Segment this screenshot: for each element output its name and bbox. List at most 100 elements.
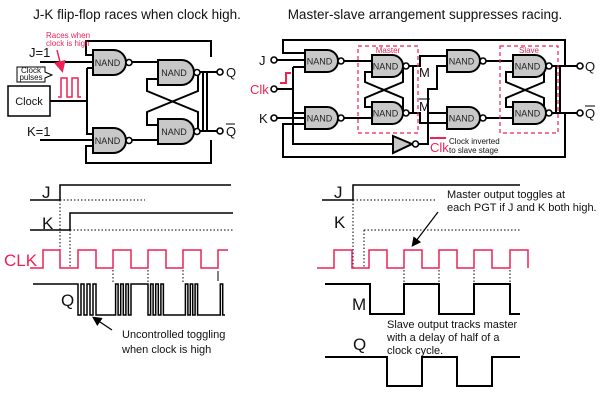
right-clk-guides bbox=[403, 270, 511, 283]
left-j-waveform bbox=[30, 184, 231, 201]
left-k-guide bbox=[69, 229, 233, 268]
master-stage-box bbox=[357, 45, 419, 134]
nand-gates: NAND NAND NAND NAND NAND NAND NAND NAND NAND NAND… bbox=[92, 49, 553, 154]
left-k-label: K=1 bbox=[27, 124, 51, 139]
right-q-label: Q bbox=[585, 59, 595, 74]
left-timing-clk: CLK bbox=[4, 251, 38, 270]
clock-pulses-label-1: Clock bbox=[21, 66, 42, 75]
inverter-bubble bbox=[411, 140, 420, 148]
clock-pulses-callout: Clock pulses bbox=[16, 66, 54, 83]
nand-gate-label: NAND bbox=[95, 58, 121, 68]
right-wires bbox=[277, 39, 577, 158]
nand-output-bubble bbox=[125, 136, 133, 145]
m-label: M bbox=[419, 65, 430, 80]
right-nand-j: NAND bbox=[304, 49, 345, 73]
master-note-arrow bbox=[411, 211, 439, 247]
left-qbar-label: Q bbox=[226, 124, 236, 139]
nand-gate-label: NAND bbox=[307, 114, 333, 124]
right-qbar-label: Q bbox=[585, 106, 595, 121]
clock-box-label: Clock bbox=[15, 96, 43, 108]
right-clk-waveform bbox=[317, 249, 529, 269]
nand-output-bubble bbox=[337, 57, 345, 65]
nand-gate-label: NAND bbox=[515, 62, 541, 72]
nand-gate-label: NAND bbox=[161, 68, 187, 78]
master-nand-top: NAND bbox=[371, 54, 410, 78]
nand-output-bubble bbox=[545, 109, 553, 117]
nand-gate-label: NAND bbox=[515, 109, 541, 119]
nand-output-bubble bbox=[337, 114, 345, 122]
right-j-waveform bbox=[322, 184, 520, 201]
slave-note-1: Slave output tracks master bbox=[387, 319, 518, 331]
nand-gate-label: NAND bbox=[449, 57, 475, 67]
left-nand-qbar: NAND bbox=[157, 118, 201, 145]
slave-label: Slave bbox=[519, 46, 540, 55]
left-timing-j: J bbox=[42, 183, 51, 202]
right-timing-k: K bbox=[334, 213, 346, 232]
toggling-note-2: when clock is high bbox=[121, 344, 211, 356]
races-note-2: clock is high bbox=[46, 39, 90, 48]
left-timing-q: Q bbox=[61, 291, 74, 310]
nand-gate-label: NAND bbox=[449, 114, 475, 124]
nand-gate-label: NAND bbox=[307, 57, 333, 67]
nand-output-bubble bbox=[479, 114, 487, 122]
nand-output-bubble bbox=[545, 62, 553, 70]
qbar-terminal bbox=[216, 127, 224, 135]
clk-step-icon bbox=[280, 72, 291, 84]
slave-stage-box bbox=[499, 45, 559, 134]
left-timing-k: K bbox=[42, 214, 54, 233]
right-j-guide bbox=[352, 199, 437, 268]
mbar-label: M bbox=[419, 99, 430, 114]
right-timing-j: J bbox=[334, 183, 343, 202]
right-q-terminal bbox=[576, 62, 584, 70]
nand-gate-label: NAND bbox=[161, 127, 187, 137]
races-arrow bbox=[53, 49, 66, 73]
left-clk-guides bbox=[112, 270, 184, 283]
slave-note-3: clock cycle. bbox=[387, 345, 443, 357]
toggling-arrow bbox=[92, 316, 113, 331]
q-waveform bbox=[325, 356, 520, 387]
clkbar-label: Clk bbox=[430, 140, 449, 155]
k-terminal bbox=[270, 114, 278, 122]
clock-pulses-label-2: pulses bbox=[19, 73, 42, 82]
nand-gate-label: NAND bbox=[95, 136, 121, 146]
left-j-label: J=1 bbox=[29, 45, 50, 60]
slave-input-nand-top: NAND bbox=[446, 49, 487, 73]
inverted-note-2: to slave stage bbox=[449, 146, 499, 155]
left-q-label: Q bbox=[226, 65, 236, 80]
left-clk-waveform bbox=[30, 249, 228, 269]
right-timing-m: M bbox=[352, 295, 366, 314]
clk-terminal bbox=[270, 85, 278, 93]
nand-output-bubble bbox=[193, 127, 201, 136]
left-nand-j: NAND bbox=[92, 49, 133, 76]
right-k-waveform bbox=[363, 229, 520, 268]
inverted-note-1: Clock inverted bbox=[449, 137, 500, 146]
j-terminal bbox=[270, 56, 278, 64]
slave-input-nand-bottom: NAND bbox=[446, 106, 487, 130]
left-wires bbox=[40, 40, 218, 164]
left-j-guide bbox=[59, 199, 145, 268]
master-nand-bottom: NAND bbox=[371, 101, 410, 125]
nand-output-bubble bbox=[402, 109, 410, 117]
master-note-1: Master output toggles at bbox=[447, 189, 565, 201]
slave-note-2: with a delay of half of a bbox=[386, 332, 500, 344]
nand-gate-label: NAND bbox=[373, 62, 399, 72]
left-q-waveform bbox=[33, 283, 225, 316]
master-label: Master bbox=[376, 46, 401, 55]
right-nand-k: NAND bbox=[304, 106, 345, 130]
nand-gate-label: NAND bbox=[373, 109, 399, 119]
nand-output-bubble bbox=[125, 58, 133, 67]
clock-box bbox=[7, 85, 51, 117]
nand-output-bubble bbox=[193, 68, 201, 77]
m-waveform bbox=[325, 283, 520, 315]
master-note-2: each PGT if J and K both high. bbox=[447, 202, 597, 214]
right-j-label: J bbox=[259, 53, 266, 68]
slave-nand-bottom: NAND bbox=[512, 101, 553, 125]
nand-output-bubble bbox=[479, 57, 487, 65]
right-clk-label: Clk bbox=[250, 82, 269, 97]
left-k-waveform bbox=[30, 212, 233, 231]
nand-output-bubble bbox=[402, 62, 410, 70]
q-terminal bbox=[216, 68, 224, 76]
inverter-gate bbox=[392, 134, 415, 155]
